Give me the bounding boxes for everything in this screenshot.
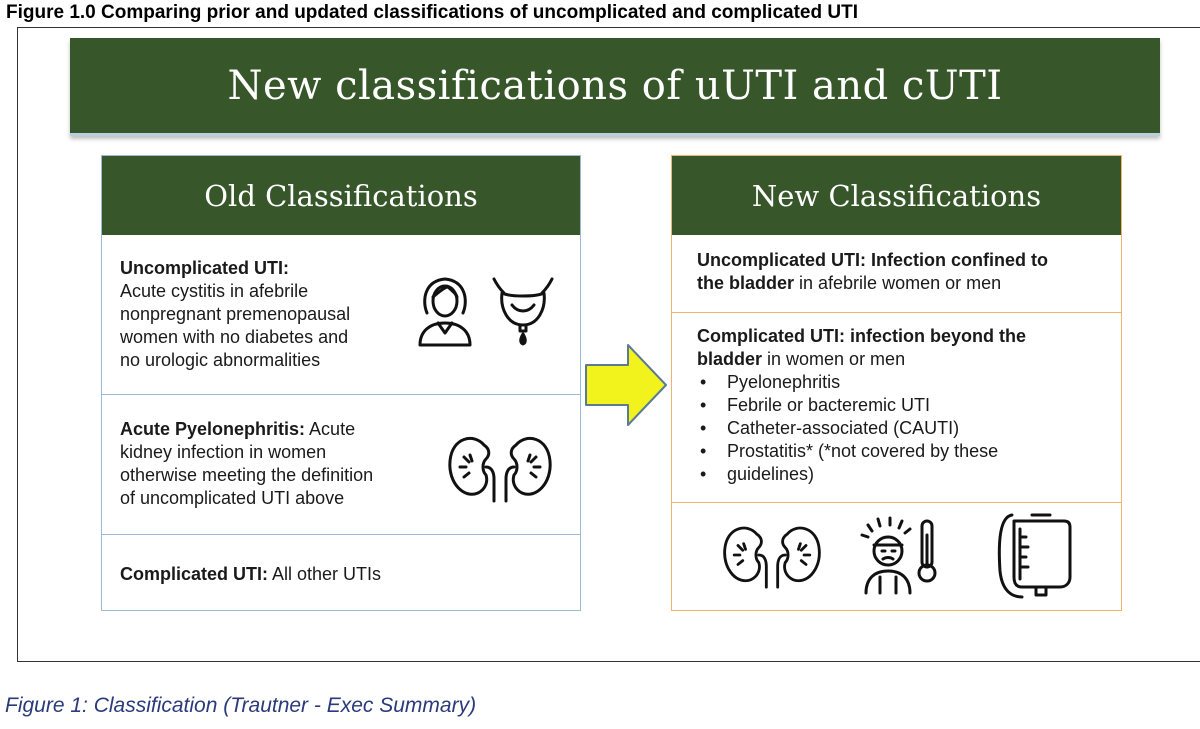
- new-uncomplicated-text: Uncomplicated UTI: Infection confined to…: [697, 249, 1048, 295]
- old-uncomplicated-section: Uncomplicated UTI: Acute cystitis in afe…: [102, 235, 580, 394]
- banner-title: New classifications of uUTI and cUTI: [227, 62, 1003, 109]
- new-complicated-text: Complicated UTI: infection beyond the bl…: [697, 325, 1026, 486]
- new-icons-section: [672, 502, 1121, 612]
- complicated-bullet-list: Pyelonephritis Febrile or bacteremic UTI…: [697, 371, 1026, 486]
- new-uncomplicated-section: Uncomplicated UTI: Infection confined to…: [672, 235, 1121, 312]
- new-uncomplicated-bold-2: the bladder: [697, 273, 795, 293]
- old-complicated-bold: Complicated UTI:: [120, 564, 269, 584]
- text-line: women with no diabetes and: [120, 327, 349, 347]
- new-uncomplicated-bold: Uncomplicated UTI: Infection confined to: [697, 250, 1048, 270]
- old-uncomplicated-bold: Uncomplicated UTI:: [120, 258, 290, 278]
- new-complicated-bold: Complicated UTI: infection beyond the: [697, 326, 1027, 346]
- bladder-icon: [490, 275, 556, 347]
- list-item: Pyelonephritis: [697, 371, 1026, 394]
- text-line: All other UTIs: [268, 564, 382, 584]
- text-line: guidelines): [727, 464, 815, 484]
- new-complicated-bold-2: bladder: [697, 349, 763, 369]
- old-panel-title: Old Classifications: [204, 178, 478, 213]
- catheter-bag-icon: [992, 511, 1082, 601]
- old-panel-header: Old Classifications: [102, 156, 580, 235]
- banner: New classifications of uUTI and cUTI: [70, 38, 1160, 136]
- new-panel-header: New Classifications: [672, 156, 1121, 235]
- old-classifications-panel: Old Classifications Uncomplicated UTI: A…: [101, 155, 581, 611]
- old-complicated-text: Complicated UTI: All other UTIs: [120, 563, 381, 586]
- new-complicated-section: Complicated UTI: infection beyond the bl…: [672, 312, 1121, 502]
- text-line: in women or men: [762, 349, 906, 369]
- old-pyelo-bold: Acute Pyelonephritis:: [120, 419, 306, 439]
- new-panel-title: New Classifications: [751, 178, 1042, 213]
- old-uncomplicated-text: Uncomplicated UTI: Acute cystitis in afe…: [120, 257, 350, 372]
- text-line: kidney infection in women: [120, 442, 327, 462]
- right-arrow-icon: [584, 343, 668, 432]
- old-pyelo-text: Acute Pyelonephritis: Acute kidney infec…: [120, 418, 373, 510]
- text-line: Acute cystitis in afebrile: [120, 281, 309, 301]
- woman-icon: [414, 273, 476, 349]
- list-item: Prostatitis* (*not covered by these: [697, 440, 1026, 463]
- new-classifications-panel: New Classifications Uncomplicated UTI: I…: [671, 155, 1122, 611]
- text-line: Acute: [305, 419, 356, 439]
- figure-caption: Figure 1: Classification (Trautner - Exe…: [5, 694, 477, 717]
- list-item: Febrile or bacteremic UTI: [697, 394, 1026, 417]
- text-line: in afebrile women or men: [794, 273, 1002, 293]
- text-line: otherwise meeting the definition: [120, 465, 374, 485]
- list-item: Catheter-associated (CAUTI): [697, 417, 1026, 440]
- list-item-continuation: guidelines): [697, 463, 1026, 486]
- old-complicated-section: Complicated UTI: All other UTIs: [102, 534, 580, 612]
- figure-frame: [17, 27, 1200, 662]
- text-line: nonpregnant premenopausal: [120, 304, 351, 324]
- old-pyelonephritis-section: Acute Pyelonephritis: Acute kidney infec…: [102, 394, 580, 534]
- figure-heading: Figure 1.0 Comparing prior and updated c…: [6, 2, 858, 23]
- text-line: of uncomplicated UTI above: [120, 488, 345, 508]
- text-line: no urologic abnormalities: [120, 350, 321, 370]
- fever-person-icon: [856, 515, 946, 595]
- kidneys-icon: [720, 521, 824, 589]
- kidneys-icon: [446, 431, 554, 503]
